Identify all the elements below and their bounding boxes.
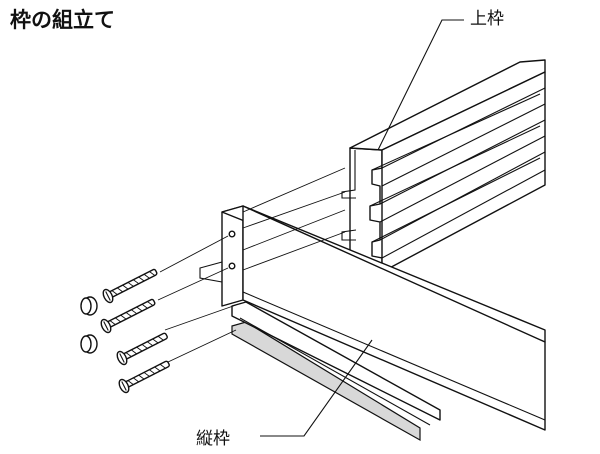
- alignment-guides: [157, 167, 346, 363]
- vertical-frame-rail-lower: [231, 321, 421, 442]
- screw-cap-2: [80, 334, 98, 354]
- screw-3: [116, 332, 168, 366]
- upper-frame-side-surface: [381, 71, 546, 273]
- screw-2: [100, 298, 156, 334]
- screw-cap-1: [80, 296, 98, 316]
- leader-vertical-frame: [260, 339, 373, 437]
- vertical-frame-rail-upper: [231, 301, 441, 421]
- vertical-frame-end-face: [221, 205, 244, 307]
- screw-caps: [80, 296, 98, 354]
- leader-upper-frame: [377, 19, 464, 151]
- page-title: 枠の組立て: [10, 8, 115, 32]
- screws: [100, 268, 170, 394]
- vertical-frame-label: 縦枠: [196, 429, 230, 449]
- screw-1: [102, 268, 158, 304]
- upper-frame-top-surface: [349, 59, 546, 151]
- screw-hole-lower: [228, 262, 236, 270]
- upper-frame: [341, 59, 546, 273]
- vertical-frame-side-surface: [242, 205, 546, 431]
- screw-4: [118, 360, 170, 394]
- screw-hole-upper: [228, 230, 236, 238]
- vertical-frame: [199, 205, 546, 442]
- upper-frame-label: 上枠: [470, 9, 504, 29]
